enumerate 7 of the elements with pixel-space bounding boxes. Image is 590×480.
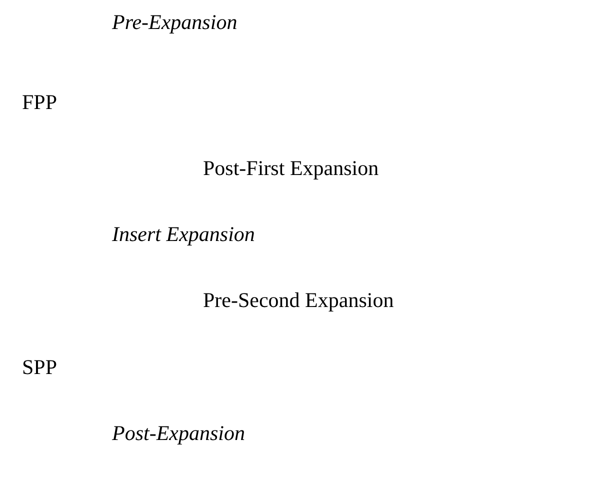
stage-heading: Pre-Expansion <box>112 10 238 36</box>
stage-label: Pre-Second Expansion <box>203 288 394 314</box>
phase-label: SPP <box>22 355 58 380</box>
stage-label: Post-First Expansion <box>203 156 379 182</box>
stage-heading: Post-Expansion <box>112 421 245 446</box>
stage-heading: Insert Expansion <box>112 222 255 248</box>
phase-label: FPP <box>22 90 58 116</box>
